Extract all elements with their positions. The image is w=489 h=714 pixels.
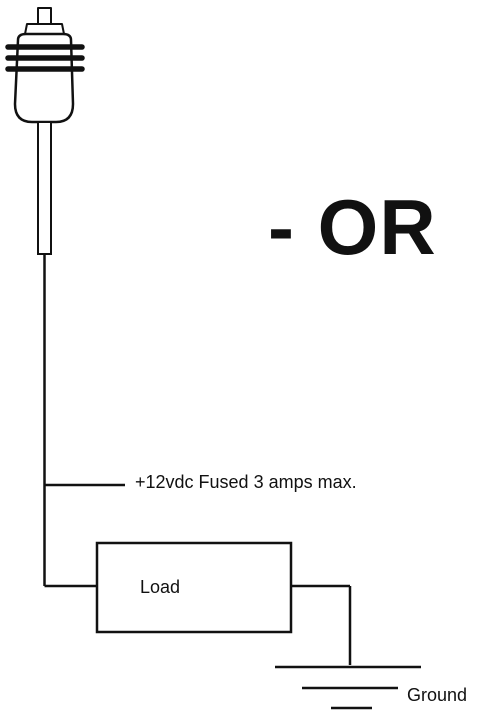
load-box	[95, 541, 293, 634]
probe-stem	[37, 121, 52, 255]
ground-wire	[291, 584, 352, 665]
ground-symbol-icon	[275, 665, 421, 710]
supply-wire	[43, 254, 97, 588]
supply-label: +12vdc Fused 3 amps max.	[135, 472, 357, 492]
or-separator-label: - OR	[268, 183, 437, 271]
ground-label: Ground	[407, 685, 468, 705]
sensor-connector-icon	[5, 7, 85, 124]
load-label: Load	[140, 577, 181, 597]
